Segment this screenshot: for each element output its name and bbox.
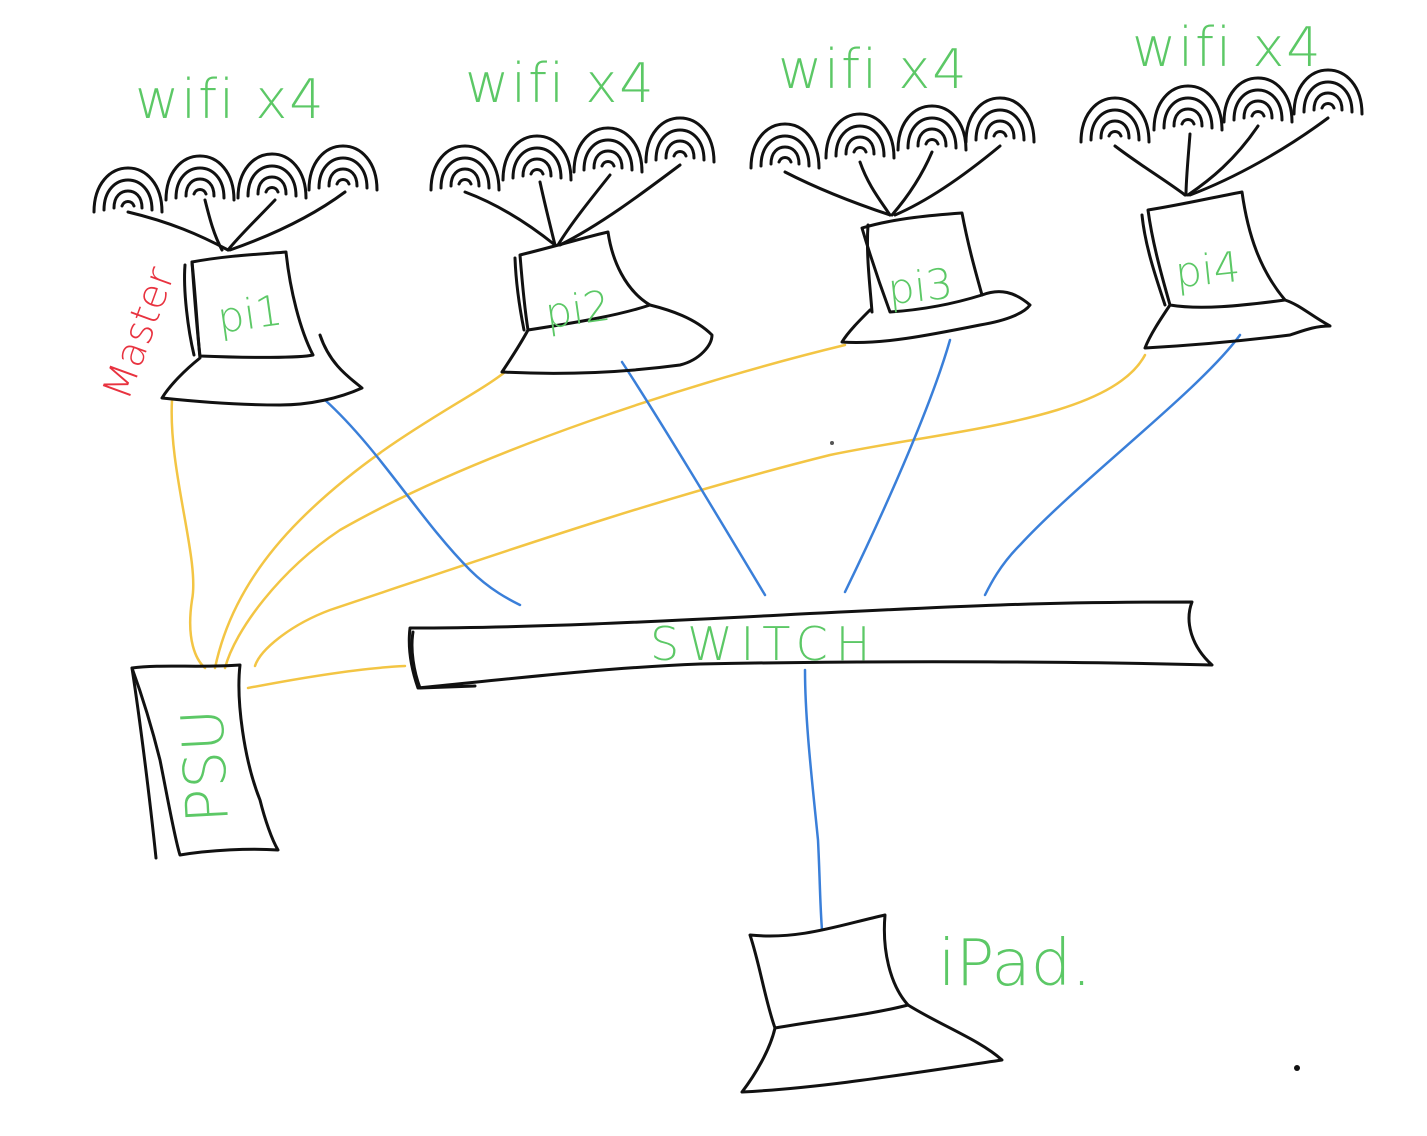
- raspberry-pi-device-icon: [160, 250, 364, 407]
- pi4-wifi-label: wifi x4: [1132, 16, 1323, 79]
- ipad-icon: iPad.: [740, 913, 1092, 1094]
- pi3-wifi-label: wifi x4: [778, 38, 969, 101]
- switch-label: SWITCH: [650, 617, 878, 671]
- wifi-antenna-icon: [92, 166, 164, 214]
- network-cable-pi2: [620, 360, 767, 597]
- wifi-antenna-icon: [429, 144, 501, 192]
- pi4-group: pi4 wifi x4: [1079, 16, 1364, 350]
- wifi-antenna-icon: [964, 96, 1036, 144]
- power-cable-switch: [246, 664, 407, 690]
- ink-dot: [830, 441, 834, 445]
- wifi-antenna-icon: [1222, 76, 1294, 124]
- wifi-antenna-icon: [896, 104, 968, 152]
- power-cable-pi2: [213, 370, 507, 670]
- network-cable-ipad: [803, 668, 824, 932]
- pi1-label: pi1: [214, 285, 285, 343]
- pi1-wifi-label: wifi x4: [135, 68, 326, 131]
- wifi-antenna-icon: [749, 122, 821, 170]
- wifi-antenna-icon: [236, 152, 308, 200]
- wifi-antennas-pi2: [429, 116, 716, 247]
- wifi-antenna-icon: [572, 126, 644, 174]
- psu-label: PSU: [168, 707, 242, 825]
- power-cable-pi4: [253, 353, 1147, 668]
- pi4-label: pi4: [1173, 242, 1243, 298]
- pi3-label: pi3: [885, 259, 955, 315]
- wifi-antennas-pi4: [1079, 68, 1364, 197]
- psu-unit: PSU: [130, 663, 280, 860]
- wifi-antenna-icon: [164, 154, 236, 202]
- wifi-antenna-icon: [1079, 96, 1151, 144]
- wifi-antenna-icon: [307, 144, 379, 192]
- network-switch: SWITCH: [407, 600, 1214, 690]
- wifi-antennas-pi3: [749, 96, 1036, 217]
- wifi-antenna-icon: [501, 134, 573, 182]
- wifi-antenna-icon: [1152, 84, 1224, 132]
- network-cable-pi1: [323, 398, 522, 607]
- power-cable-pi1: [170, 398, 207, 670]
- ink-dot: [1294, 1065, 1300, 1071]
- pi1-group: pi1 Master wifi x4: [92, 68, 379, 407]
- wifi-antenna-icon: [1292, 68, 1364, 116]
- pi2-group: pi2 wifi x4: [429, 52, 716, 375]
- wifi-antenna-icon: [644, 116, 716, 164]
- pi2-label: pi2: [542, 281, 613, 339]
- ipad-label: iPad.: [938, 927, 1092, 1001]
- network-cable-pi3: [843, 338, 952, 594]
- network-cables: [323, 333, 1242, 932]
- network-cable-pi4: [983, 333, 1242, 597]
- raspberry-pi-device-icon: [500, 230, 714, 375]
- pi3-group: pi3 wifi x4: [749, 38, 1036, 344]
- raspberry-pi-device-icon: [1140, 190, 1332, 350]
- raspberry-pi-device-icon: [840, 211, 1032, 344]
- power-cable-pi3: [223, 343, 847, 670]
- pi2-wifi-label: wifi x4: [465, 52, 656, 115]
- wifi-antennas-pi1: [92, 144, 379, 252]
- power-cables: [170, 343, 1147, 690]
- wifi-antenna-icon: [824, 112, 896, 160]
